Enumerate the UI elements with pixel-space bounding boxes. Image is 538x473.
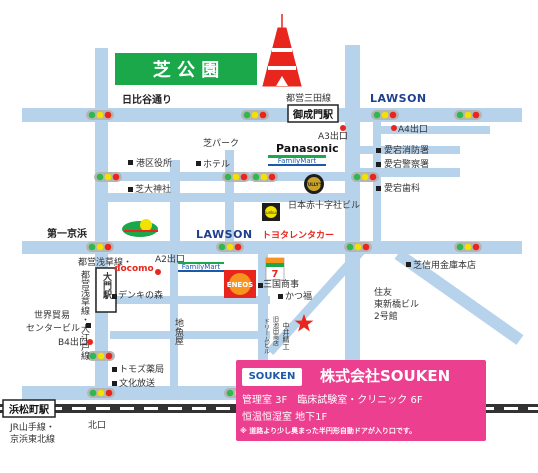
seven-eleven-icon: 7 xyxy=(265,257,285,281)
svg-text:7: 7 xyxy=(272,269,279,280)
shiba-park xyxy=(115,53,257,85)
station-daimon-label: 大門駅 xyxy=(101,271,112,300)
traffic-signal-5 xyxy=(94,172,122,182)
familymart-sign-bottom: FamilyMart xyxy=(178,262,224,272)
traffic-signal-1 xyxy=(86,110,114,120)
svg-text:ENEOS: ENEOS xyxy=(227,281,253,289)
traffic-signal-10 xyxy=(216,242,244,252)
lawson-top: LAWSON xyxy=(370,92,427,105)
exit-b4-dot xyxy=(87,339,93,345)
traffic-signal-8 xyxy=(351,172,379,182)
label-sumitomo: 住友 xyxy=(374,286,392,298)
road-label-daiichi-keihin: 第一京浜 xyxy=(47,227,87,240)
label-sumitomo-2: 東新橋ビル xyxy=(374,298,419,310)
exit-a2-dot xyxy=(155,269,161,275)
label-culture-hall: 文化放送 xyxy=(119,377,155,389)
landmark-dots xyxy=(86,148,411,386)
svg-text:FamilyMart: FamilyMart xyxy=(278,157,317,165)
tullys-coffee-icon: TULLY'S xyxy=(304,174,324,194)
traffic-signal-12 xyxy=(454,242,482,252)
line-jr-label: JR山手線・ xyxy=(9,421,55,433)
label-dental: 愛宕歯科 xyxy=(384,182,420,194)
station-hamamatsucho[interactable] xyxy=(2,399,56,418)
exit-a4-dot xyxy=(391,125,397,131)
station-daimon[interactable] xyxy=(95,267,117,313)
traffic-signal-2 xyxy=(241,110,269,120)
svg-text:sunkus: sunkus xyxy=(264,210,278,215)
traffic-signal-11 xyxy=(344,242,372,252)
sunkus-icon: sunkus xyxy=(262,203,280,221)
label-dream: ドリームビル xyxy=(263,318,270,354)
exit-a3-dot xyxy=(340,125,346,131)
lawson-middle: LAWSON xyxy=(196,228,253,241)
label-trade-center-2: センタービル xyxy=(26,323,80,334)
traffic-signal-14 xyxy=(87,388,115,398)
label-shiba-daijingu: 芝大神社 xyxy=(135,183,171,195)
line-mita-label: 都営三田線 xyxy=(286,92,331,104)
station-hamamatsucho-label: 浜松町駅 xyxy=(9,403,50,416)
destination-star[interactable] xyxy=(294,314,314,332)
station-onarimon-label: 御成門駅 xyxy=(292,108,334,121)
exit-a2: A2出口 xyxy=(155,253,185,265)
eneos-icon: ENEOS xyxy=(224,270,256,298)
traffic-signal-9 xyxy=(86,242,114,252)
traffic-signal-6 xyxy=(222,172,250,182)
company-name: 株式会社SOUKEN xyxy=(320,367,451,385)
red-cross-icon xyxy=(242,163,250,171)
svg-text:TULLY'S: TULLY'S xyxy=(305,182,323,187)
tokyo-tower-icon xyxy=(262,14,302,87)
svg-text:FamilyMart: FamilyMart xyxy=(182,263,221,271)
toyota-rentacar-sign: トヨタレンタカー xyxy=(262,229,334,241)
label-sangoku: 三国商事 xyxy=(263,278,299,290)
exit-b4: B4出口 xyxy=(58,336,88,348)
label-shiba-park-hotel-2: ホテル xyxy=(203,159,230,170)
station-onarimon[interactable] xyxy=(287,104,339,123)
floor-info-line-2: 恒温恒湿室 地下1F xyxy=(242,412,328,423)
line-asakusa-oedo-label: 都営浅草線・ xyxy=(78,256,132,268)
label-chikyo: 地魚屋 xyxy=(173,317,184,346)
label-trade-center: 世界貿易 xyxy=(34,309,70,321)
panasonic-sign: Panasonic xyxy=(276,142,339,155)
line-asakusa-oedo-vertical: 都営浅草線・大江戸線 xyxy=(79,270,90,360)
line-jr-label-2: 京浜東北線 xyxy=(10,433,55,445)
label-denki-no-mori: デンキの森 xyxy=(118,289,163,301)
shiba-daimon-mascot-icon xyxy=(122,219,158,237)
label-red-cross: 日本赤十字社ビル xyxy=(288,199,360,211)
label-tomozu: トモズ薬局 xyxy=(119,363,164,375)
company-info-box: SOUKEN 株式会社SOUKEN 管理室 3F 臨床試験室・クリニック 6F … xyxy=(236,360,486,441)
label-shinkin: 芝信用金庫本店 xyxy=(413,259,476,271)
souken-logo: SOUKEN xyxy=(242,368,302,386)
label-katsufuku: かつ福 xyxy=(285,290,312,302)
diagonal-roads xyxy=(266,246,524,356)
label-fire-station: 愛宕消防署 xyxy=(384,144,429,156)
label-sumitomo-3: 2号館 xyxy=(374,310,398,322)
label-police: 愛宕警察署 xyxy=(384,158,429,170)
entrance-note: ※ 道路より少し奥まった半円形自動ドアが入り口です。 xyxy=(240,427,417,435)
traffic-signal-13 xyxy=(87,351,115,361)
label-shiba-park-hotel: 芝パーク xyxy=(203,137,239,149)
label-ikeda: 旧池田商店 xyxy=(272,316,279,347)
exit-a4: A4出口 xyxy=(398,123,428,135)
exit-kitaguchi: 北口 xyxy=(88,420,106,431)
traffic-signal-4 xyxy=(454,110,482,120)
docomo-sign: docomo xyxy=(114,264,154,274)
floor-info-line-1: 管理室 3F 臨床試験室・クリニック 6F xyxy=(242,395,423,406)
traffic-signal-3 xyxy=(371,110,399,120)
shiba-park-label: 芝 公 園 xyxy=(153,59,220,81)
familymart-sign-top: FamilyMart xyxy=(268,155,326,166)
label-nakai: 中井精工 xyxy=(282,321,290,350)
exit-a3: A3出口 xyxy=(318,130,348,142)
road-label-hibiya: 日比谷通り xyxy=(122,93,172,106)
label-minato-ward: 港区役所 xyxy=(136,157,172,169)
traffic-signal-7 xyxy=(250,172,278,182)
